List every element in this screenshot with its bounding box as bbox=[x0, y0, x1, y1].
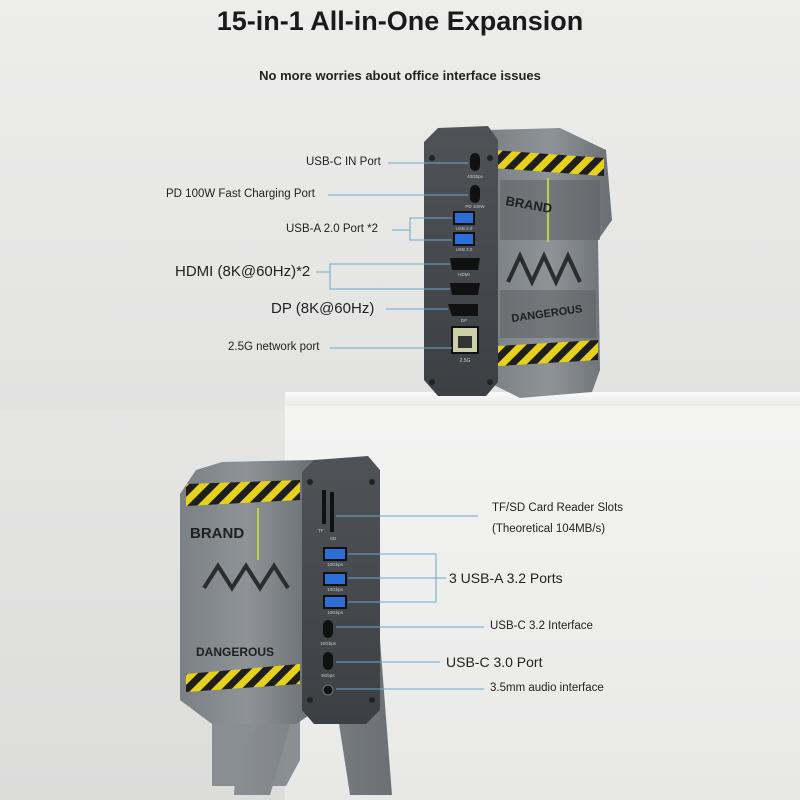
bottom-zigzag-graphic bbox=[202, 562, 290, 592]
label-card-reader-line1: TF/SD Card Reader Slots bbox=[492, 502, 624, 514]
usb-c-32-port bbox=[323, 620, 333, 638]
label-usb-a-32: 3 USB-A 3.2 Ports bbox=[449, 570, 563, 586]
port-label-dp: DP bbox=[461, 318, 467, 323]
label-usb-c-in-port: USB-C IN Port bbox=[306, 156, 381, 168]
port-label-pd: PD 100W bbox=[465, 204, 485, 209]
usb-a-20-port-2 bbox=[453, 232, 475, 246]
bottom-device-side bbox=[180, 460, 314, 724]
port-label-usb20-1: USB 2.0 bbox=[456, 226, 473, 231]
label-usb-c-32: USB-C 3.2 Interface bbox=[490, 620, 593, 632]
page-subtitle: No more worries about office interface i… bbox=[259, 68, 541, 83]
label-usb-a-20: USB-A 2.0 Port *2 bbox=[286, 223, 379, 235]
usb-a-20-port-1 bbox=[453, 211, 475, 225]
bottom-device-front bbox=[302, 456, 380, 724]
background-top bbox=[0, 0, 800, 410]
usb-a-label-1: 10Gbps bbox=[327, 562, 344, 567]
usb-a-label-2: 10Gbps bbox=[327, 587, 344, 592]
usb-c-32-label: 10Gbps bbox=[320, 641, 337, 646]
sd-label: SD bbox=[330, 536, 337, 541]
top-device: 40Gbps PD 100W USB 2.0 USB 2.0 HDMI DP 2… bbox=[424, 126, 612, 398]
top-leader-lines bbox=[316, 162, 468, 349]
port-label-40gbps: 40Gbps bbox=[467, 174, 484, 179]
bottom-leader-lines bbox=[336, 515, 484, 690]
usb-a-label-3: 10Gbps bbox=[327, 610, 344, 615]
port-label-usb20-2: USB 2.0 bbox=[456, 247, 473, 252]
bottom-hazard-stripe-upper bbox=[186, 480, 300, 506]
usb-c-30-port bbox=[323, 652, 333, 670]
bottom-device: BRAND DANGEROUS TF SD 10Gbps 10Gbps 10Gb… bbox=[180, 456, 392, 795]
hdmi-port-1 bbox=[450, 258, 480, 270]
tf-card-slot bbox=[322, 490, 326, 524]
usb-a-32-port-1 bbox=[323, 547, 347, 561]
pd-charging-port bbox=[470, 185, 480, 203]
usb-a-32-port-3 bbox=[323, 595, 347, 609]
page-title: 15-in-1 All-in-One Expansion bbox=[216, 6, 584, 36]
usb-c-in-port bbox=[470, 153, 480, 171]
sd-card-slot bbox=[330, 492, 334, 532]
top-zigzag-graphic bbox=[506, 251, 582, 287]
label-dp: DP (8K@60Hz) bbox=[271, 300, 375, 317]
bottom-warning-text: DANGEROUS bbox=[196, 645, 274, 659]
label-pd-charging-port: PD 100W Fast Charging Port bbox=[166, 188, 315, 200]
pedestal-edge bbox=[285, 392, 800, 406]
port-label-lan: 2.5G bbox=[460, 358, 471, 364]
bottom-hazard-stripe-lower bbox=[186, 664, 300, 692]
label-card-reader-line2: (Theoretical 104MB/s) bbox=[492, 523, 606, 535]
tf-label: TF bbox=[318, 528, 324, 533]
top-hazard-stripe-lower bbox=[498, 340, 598, 366]
port-label-hdmi: HDMI bbox=[458, 272, 470, 277]
dp-port bbox=[448, 304, 478, 316]
label-network-port: 2.5G network port bbox=[228, 341, 320, 353]
label-usb-c-30: USB-C 3.0 Port bbox=[446, 654, 543, 670]
label-hdmi: HDMI (8K@60Hz)*2 bbox=[175, 263, 311, 280]
label-audio: 3.5mm audio interface bbox=[490, 682, 604, 694]
hdmi-port-2 bbox=[450, 283, 480, 295]
bottom-brand-text: BRAND bbox=[190, 525, 244, 542]
usb-a-32-port-2 bbox=[323, 572, 347, 586]
audio-jack bbox=[322, 684, 334, 696]
usb-c-30-label: 5Gbps bbox=[321, 673, 335, 678]
top-hazard-stripe-upper bbox=[492, 150, 604, 176]
